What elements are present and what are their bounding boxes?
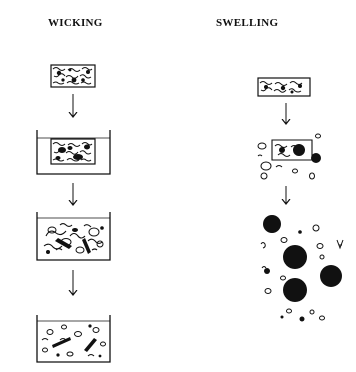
wicking-tablet-wetting — [51, 139, 95, 164]
wicking-vessel-3 — [37, 315, 110, 362]
wicking-particles-separating — [44, 224, 104, 255]
wicking-disintegrated — [42, 324, 106, 357]
swelling-swollen-particles — [261, 215, 343, 322]
wicking-tablet-intact — [51, 65, 95, 87]
swelling-tablet-breaking — [258, 134, 321, 179]
swelling-tablet-intact — [258, 78, 310, 96]
